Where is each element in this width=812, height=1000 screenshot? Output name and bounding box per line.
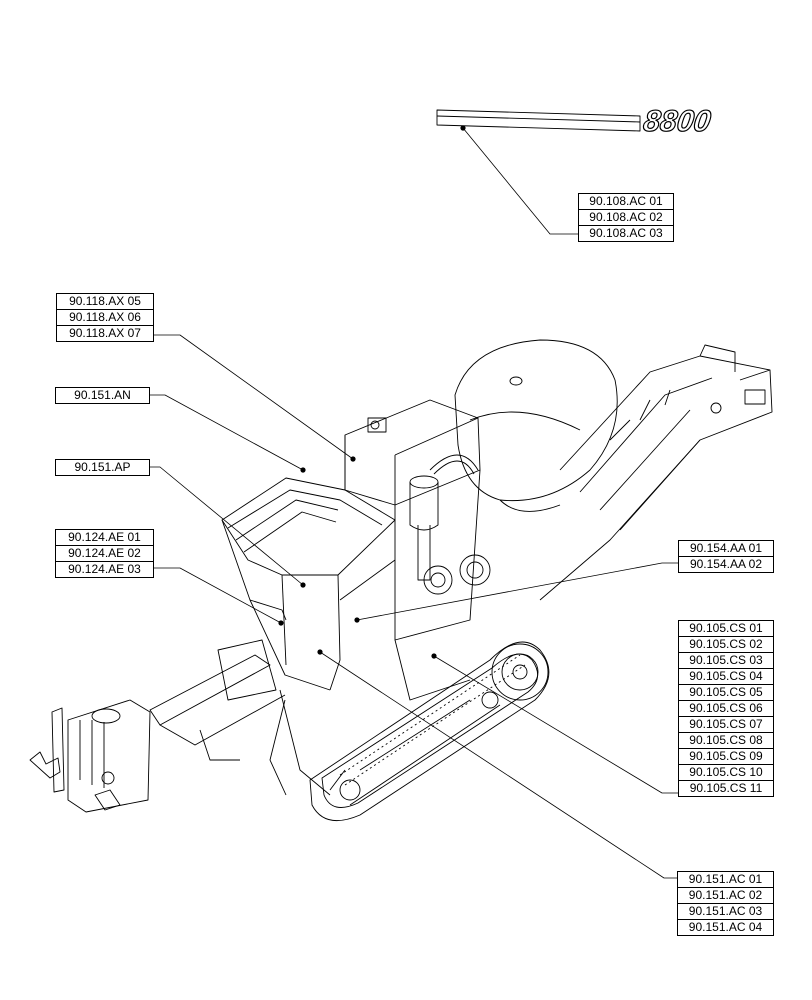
harvester-body [29,339,773,822]
decal-logo: 8800 [641,105,713,138]
callout-label: 90.105.CS 04 [678,668,774,685]
callout-label: 90.154.AA 02 [678,556,774,573]
leader-lines [150,127,678,879]
callout-label: 90.124.AE 01 [55,529,154,546]
callout-label: 90.105.CS 11 [678,780,774,797]
callout-label: 90.105.CS 07 [678,716,774,733]
callout-label: 90.105.CS 01 [678,620,774,637]
decal-strip: 8800 [436,105,714,139]
callout-label: 90.108.AC 02 [578,209,674,226]
callout-label: 90.118.AX 05 [56,293,154,310]
callout-label: 90.105.CS 05 [678,684,774,701]
crawler-track [309,641,550,822]
callout-label: 90.151.AC 02 [677,887,774,904]
callout-label: 90.151.AC 03 [677,903,774,920]
callout-label: 90.105.CS 06 [678,700,774,717]
callout-label: 90.151.AP [55,459,150,476]
callout-label: 90.105.CS 10 [678,764,774,781]
callout-label: 90.118.AX 06 [56,309,154,326]
callout-label: 90.151.AC 04 [677,919,774,936]
callout-label: 90.105.CS 02 [678,636,774,653]
leader-dots [278,125,466,659]
callout-label: 90.124.AE 02 [55,545,154,562]
callout-label: 90.108.AC 01 [578,193,674,210]
callout-label: 90.105.CS 03 [678,652,774,669]
callout-label: 90.151.AC 01 [677,871,774,888]
callout-ap: 90.151.AP [55,459,150,476]
callout-label: 90.151.AN [55,387,150,404]
callout-label: 90.105.CS 09 [678,748,774,765]
callout-label: 90.124.AE 03 [55,561,154,578]
callout-an: 90.151.AN [55,387,150,404]
callout-label: 90.105.CS 08 [678,732,774,749]
callout-label: 90.154.AA 01 [678,540,774,557]
callout-label: 90.108.AC 03 [578,225,674,242]
callout-label: 90.118.AX 07 [56,325,154,342]
